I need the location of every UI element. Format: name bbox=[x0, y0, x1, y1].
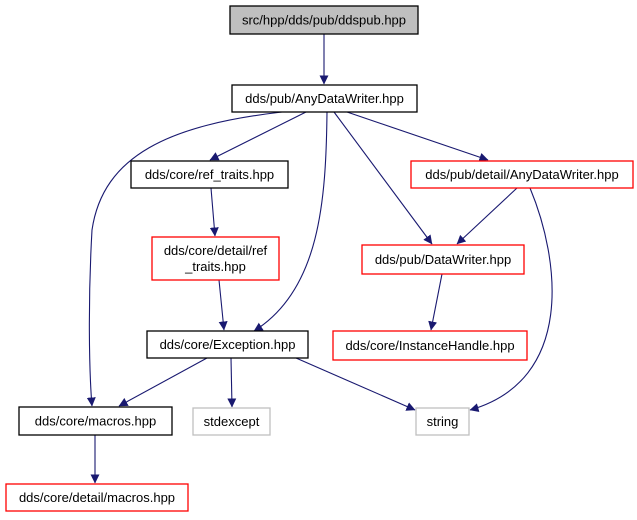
node-box bbox=[410, 160, 634, 189]
node-exception[interactable]: dds/core/Exception.hpp bbox=[146, 330, 309, 359]
edge-detail-anydatawriter-to-datawriter bbox=[456, 187, 518, 245]
node-detail-ref-traits[interactable]: dds/core/detail/ref_traits.hpp bbox=[151, 236, 280, 281]
node-label: string bbox=[427, 414, 459, 429]
edge-datawriter-to-instancehandle bbox=[428, 273, 443, 331]
node-box bbox=[192, 407, 271, 436]
node-string[interactable]: string bbox=[415, 407, 470, 436]
edge-ref-traits-to-detail-ref-traits bbox=[209, 187, 219, 237]
node-label: _traits.hpp bbox=[184, 259, 246, 274]
node-box bbox=[130, 160, 289, 189]
node-anydatawriter[interactable]: dds/pub/AnyDataWriter.hpp bbox=[231, 84, 418, 113]
node-box bbox=[361, 244, 525, 275]
node-label: dds/core/ref_traits.hpp bbox=[145, 167, 274, 182]
edge-anydatawriter-to-ref-traits bbox=[209, 111, 307, 161]
edge-exception-to-macros bbox=[118, 357, 208, 407]
edge-detail-anydatawriter-to-string bbox=[469, 187, 553, 412]
node-macros[interactable]: dds/core/macros.hpp bbox=[18, 406, 173, 436]
edge-anydatawriter-to-exception bbox=[253, 111, 328, 332]
node-ref-traits[interactable]: dds/core/ref_traits.hpp bbox=[130, 160, 289, 189]
node-instancehandle[interactable]: dds/core/InstanceHandle.hpp bbox=[332, 330, 528, 361]
edge-exception-to-string bbox=[295, 357, 416, 411]
node-ddspub[interactable]: src/hpp/dds/pub/ddspub.hpp bbox=[229, 5, 419, 35]
edge-anydatawriter-to-detail-anydatawriter bbox=[346, 111, 489, 162]
edges bbox=[86, 34, 553, 484]
node-label: dds/core/macros.hpp bbox=[35, 414, 156, 429]
node-label: dds/pub/DataWriter.hpp bbox=[375, 252, 511, 267]
node-label: dds/pub/AnyDataWriter.hpp bbox=[245, 91, 404, 106]
node-box bbox=[146, 330, 309, 359]
node-box bbox=[229, 5, 419, 35]
nodes: src/hpp/dds/pub/ddspub.hpp dds/pub/AnyDat… bbox=[5, 5, 634, 512]
node-detail-macros[interactable]: dds/core/detail/macros.hpp bbox=[5, 483, 189, 512]
node-box bbox=[332, 330, 528, 361]
node-label: dds/core/Exception.hpp bbox=[160, 337, 296, 352]
node-box bbox=[415, 407, 470, 436]
edge-detail-ref-traits-to-exception bbox=[218, 279, 228, 331]
edge-anydatawriter-to-datawriter bbox=[333, 111, 433, 245]
node-label: stdexcept bbox=[204, 414, 260, 429]
node-detail-anydatawriter[interactable]: dds/pub/detail/AnyDataWriter.hpp bbox=[410, 160, 634, 189]
node-box bbox=[151, 236, 280, 281]
node-label: dds/pub/detail/AnyDataWriter.hpp bbox=[425, 167, 618, 182]
node-label: dds/core/detail/ref bbox=[164, 243, 268, 258]
node-stdexcept[interactable]: stdexcept bbox=[192, 407, 271, 436]
edge-anydatawriter-to-macros bbox=[86, 111, 283, 407]
edge-exception-to-stdexcept bbox=[227, 357, 237, 408]
node-box bbox=[5, 483, 189, 512]
node-label: src/hpp/dds/pub/ddspub.hpp bbox=[242, 13, 406, 28]
node-label: dds/core/InstanceHandle.hpp bbox=[345, 338, 514, 353]
node-box bbox=[18, 406, 173, 436]
node-label: dds/core/detail/macros.hpp bbox=[19, 490, 175, 505]
node-datawriter[interactable]: dds/pub/DataWriter.hpp bbox=[361, 244, 525, 275]
node-box bbox=[231, 84, 418, 113]
